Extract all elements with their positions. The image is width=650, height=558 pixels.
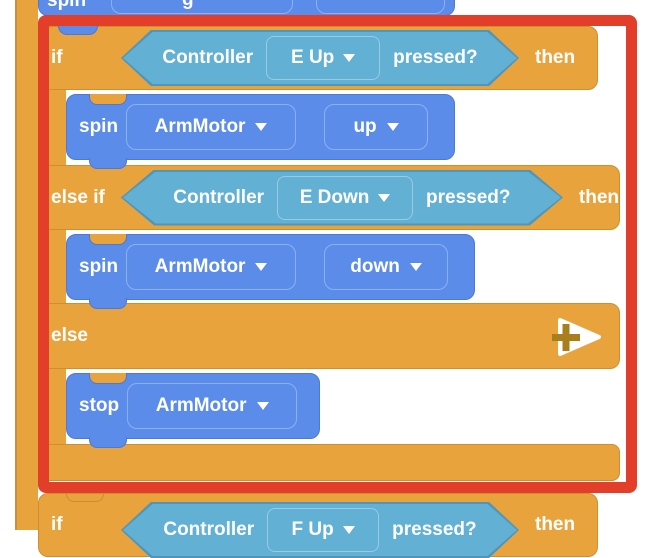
if-keyword: if <box>51 514 63 535</box>
motor-value: ArmMotor <box>154 116 246 137</box>
controller-pressed-condition[interactable]: Controller E Up pressed? <box>121 30 519 86</box>
then-keyword: then <box>578 186 619 208</box>
direction-dropdown[interactable]: up <box>324 104 429 150</box>
controller-button-dropdown[interactable]: F Up <box>267 508 380 552</box>
elseif-keyword: else if <box>51 186 105 208</box>
direction-dropdown[interactable]: down <box>324 244 449 290</box>
spin-label: spin <box>79 116 119 137</box>
pressed-label: pressed? <box>392 519 477 540</box>
dropdown-caret-icon <box>409 263 422 271</box>
if-keyword: if <box>51 47 63 68</box>
controller-button-dropdown[interactable]: E Up <box>266 36 381 80</box>
block-top-notch <box>89 94 127 105</box>
controller-label: Controller <box>162 47 254 68</box>
add-elseif-arrow-icon[interactable] <box>551 317 601 357</box>
controller-label: Controller <box>173 186 265 208</box>
direction-value: down <box>350 256 400 277</box>
direction-value: up <box>353 116 377 137</box>
dropdown-caret-icon <box>342 526 355 534</box>
if-block-wall[interactable] <box>38 90 66 165</box>
outer-loop-wall[interactable] <box>15 0 38 530</box>
spin-down-block[interactable]: spin ArmMotor down <box>66 234 475 309</box>
next-if-row[interactable]: if Controller F Up pressed? then <box>38 493 598 558</box>
stop-label: stop <box>79 395 120 416</box>
then-keyword: then <box>535 47 576 68</box>
controller-label: Controller <box>163 519 255 540</box>
button-value: E Down <box>299 186 370 208</box>
block-bottom-bump <box>89 437 127 448</box>
dropdown-caret-icon <box>255 263 268 271</box>
pressed-label: pressed? <box>426 186 511 208</box>
partial-direction-dropdown[interactable] <box>316 0 445 14</box>
if-row[interactable]: if Controller E Up pressed? then <box>38 26 598 90</box>
elseif-row[interactable]: else if Controller E Down pressed? then <box>38 165 620 230</box>
blocks-workspace: { "colors": { "block_orange": "#E9A33D",… <box>15 0 637 558</box>
dropdown-caret-icon <box>343 54 356 62</box>
pressed-label: pressed? <box>393 47 478 68</box>
partial-block-label: spin <box>47 0 87 11</box>
else-keyword: else <box>51 325 88 346</box>
button-value: F Up <box>291 519 334 540</box>
then-keyword: then <box>535 514 576 535</box>
controller-pressed-condition[interactable]: Controller F Up pressed? <box>121 502 519 558</box>
else-row[interactable]: else <box>38 303 620 369</box>
partial-dropdown-text: g <box>182 0 194 11</box>
partial-block-bottom-bump <box>58 15 98 35</box>
motor-value: ArmMotor <box>155 395 247 416</box>
ifelse-bottom-bar[interactable] <box>38 444 620 481</box>
block-bottom-bump <box>89 298 127 309</box>
spin-up-block[interactable]: spin ArmMotor up <box>66 94 455 169</box>
dropdown-caret-icon <box>378 193 391 202</box>
motor-dropdown[interactable]: ArmMotor <box>126 244 297 290</box>
block-top-notch <box>89 234 127 245</box>
button-value: E Up <box>291 47 335 68</box>
motor-value: ArmMotor <box>154 256 246 277</box>
partial-spin-block[interactable]: spin g <box>38 0 455 16</box>
controller-button-dropdown[interactable]: E Down <box>277 175 414 220</box>
else-block-wall[interactable] <box>38 369 66 444</box>
elseif-block-wall[interactable] <box>38 230 66 303</box>
block-top-notch <box>89 373 127 384</box>
controller-pressed-condition[interactable]: Controller E Down pressed? <box>120 169 563 226</box>
hexagon-fill <box>122 171 561 224</box>
stop-block[interactable]: stop ArmMotor <box>66 373 320 448</box>
block-top-notch <box>66 493 104 502</box>
partial-motor-dropdown[interactable]: g <box>111 0 293 14</box>
motor-dropdown[interactable]: ArmMotor <box>126 104 297 150</box>
dropdown-caret-icon <box>256 402 269 410</box>
motor-dropdown[interactable]: ArmMotor <box>127 383 298 429</box>
dropdown-caret-icon <box>255 123 268 131</box>
hexagon-fill <box>123 32 517 84</box>
dropdown-caret-icon <box>386 123 399 131</box>
block-bottom-bump <box>89 158 127 169</box>
spin-label: spin <box>79 256 119 277</box>
